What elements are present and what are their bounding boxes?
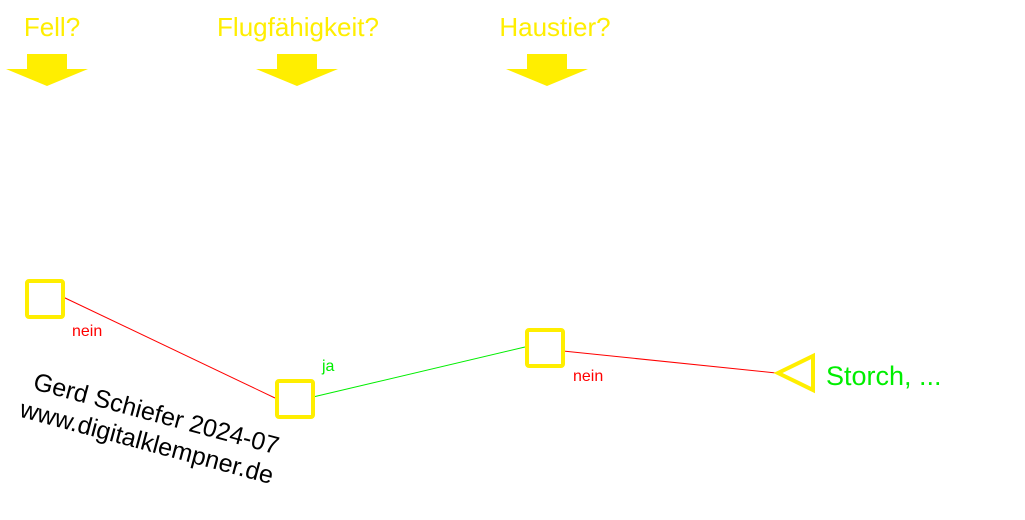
edge-label-nein: nein xyxy=(72,323,102,340)
edge-fell-flug xyxy=(62,296,276,399)
edge-label-nein: nein xyxy=(573,368,603,385)
edge-label-ja: ja xyxy=(321,358,335,375)
leaf-label: Storch, ... xyxy=(826,361,942,391)
node-haustier xyxy=(525,328,565,368)
arrow-down-icon xyxy=(6,54,88,86)
arrow-down-icon xyxy=(506,54,588,86)
node-fell xyxy=(25,279,65,319)
arrow-down-icon xyxy=(256,54,338,86)
credit-block: Gerd Schiefer 2024-07 www.digitalklempne… xyxy=(16,368,282,490)
node-flug xyxy=(275,379,315,419)
question-fell: Fell? xyxy=(24,12,80,42)
question-haustier: Haustier? xyxy=(499,12,610,42)
leaf-triangle-icon xyxy=(773,352,815,394)
edge-haustier-leaf xyxy=(562,350,777,374)
question-flugfaehigkeit: Flugfähigkeit? xyxy=(217,12,379,42)
edge-flug-haustier xyxy=(312,346,526,398)
